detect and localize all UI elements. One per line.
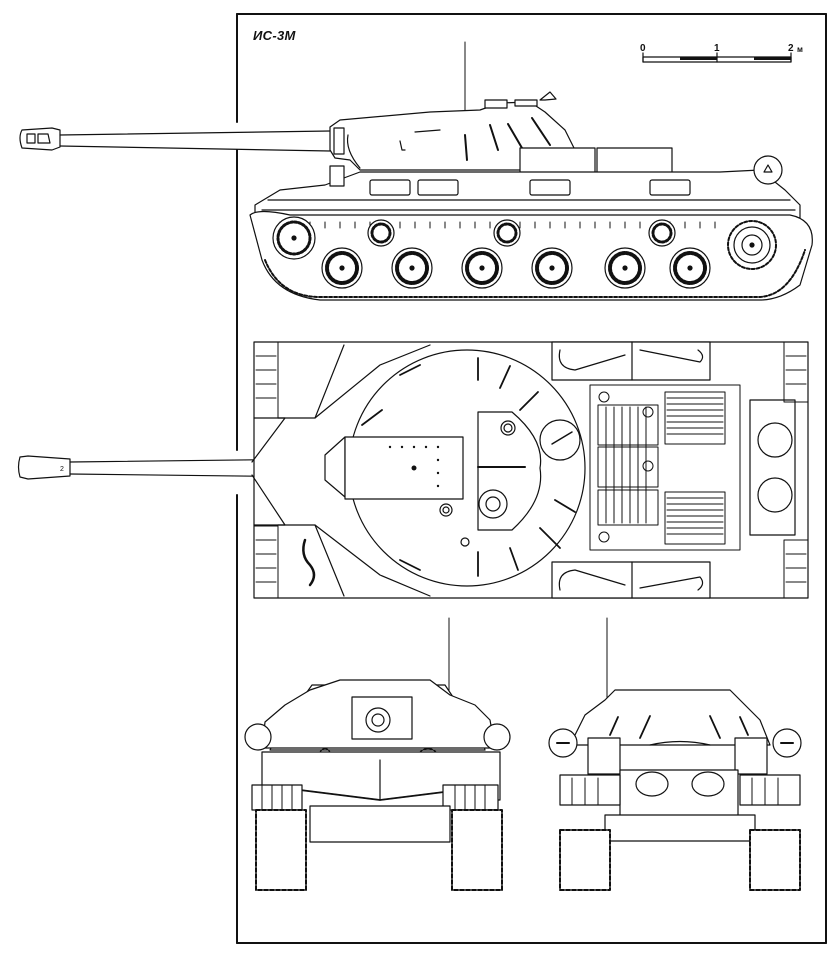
drawing-frame: [236, 13, 827, 944]
road-wheels: [321, 247, 711, 289]
rear-view: [548, 617, 802, 891]
scale-tick-1: 1: [714, 43, 720, 54]
rear-left-track: [559, 829, 611, 891]
side-gun-barrel: [19, 127, 331, 152]
top-view: 2: [17, 341, 809, 599]
front-left-track: [255, 809, 307, 891]
drive-sprocket: [727, 220, 777, 270]
scale-tick-0: 0: [640, 43, 646, 54]
front-right-track: [451, 809, 503, 891]
side-turret: [329, 101, 576, 171]
scale-unit: м: [797, 45, 803, 54]
scale-tick-2: 2: [788, 43, 794, 54]
fuel-tanks: [551, 341, 711, 599]
idler-wheel: [272, 216, 316, 260]
drawing-title: ИС-3М: [253, 28, 296, 43]
rear-right-track: [749, 829, 801, 891]
return-rollers: [367, 219, 676, 247]
svg-text:2: 2: [60, 466, 64, 473]
side-view: [19, 41, 813, 301]
engine-deck: [589, 384, 741, 551]
front-view: [244, 617, 511, 891]
scale-bar: [642, 52, 792, 63]
